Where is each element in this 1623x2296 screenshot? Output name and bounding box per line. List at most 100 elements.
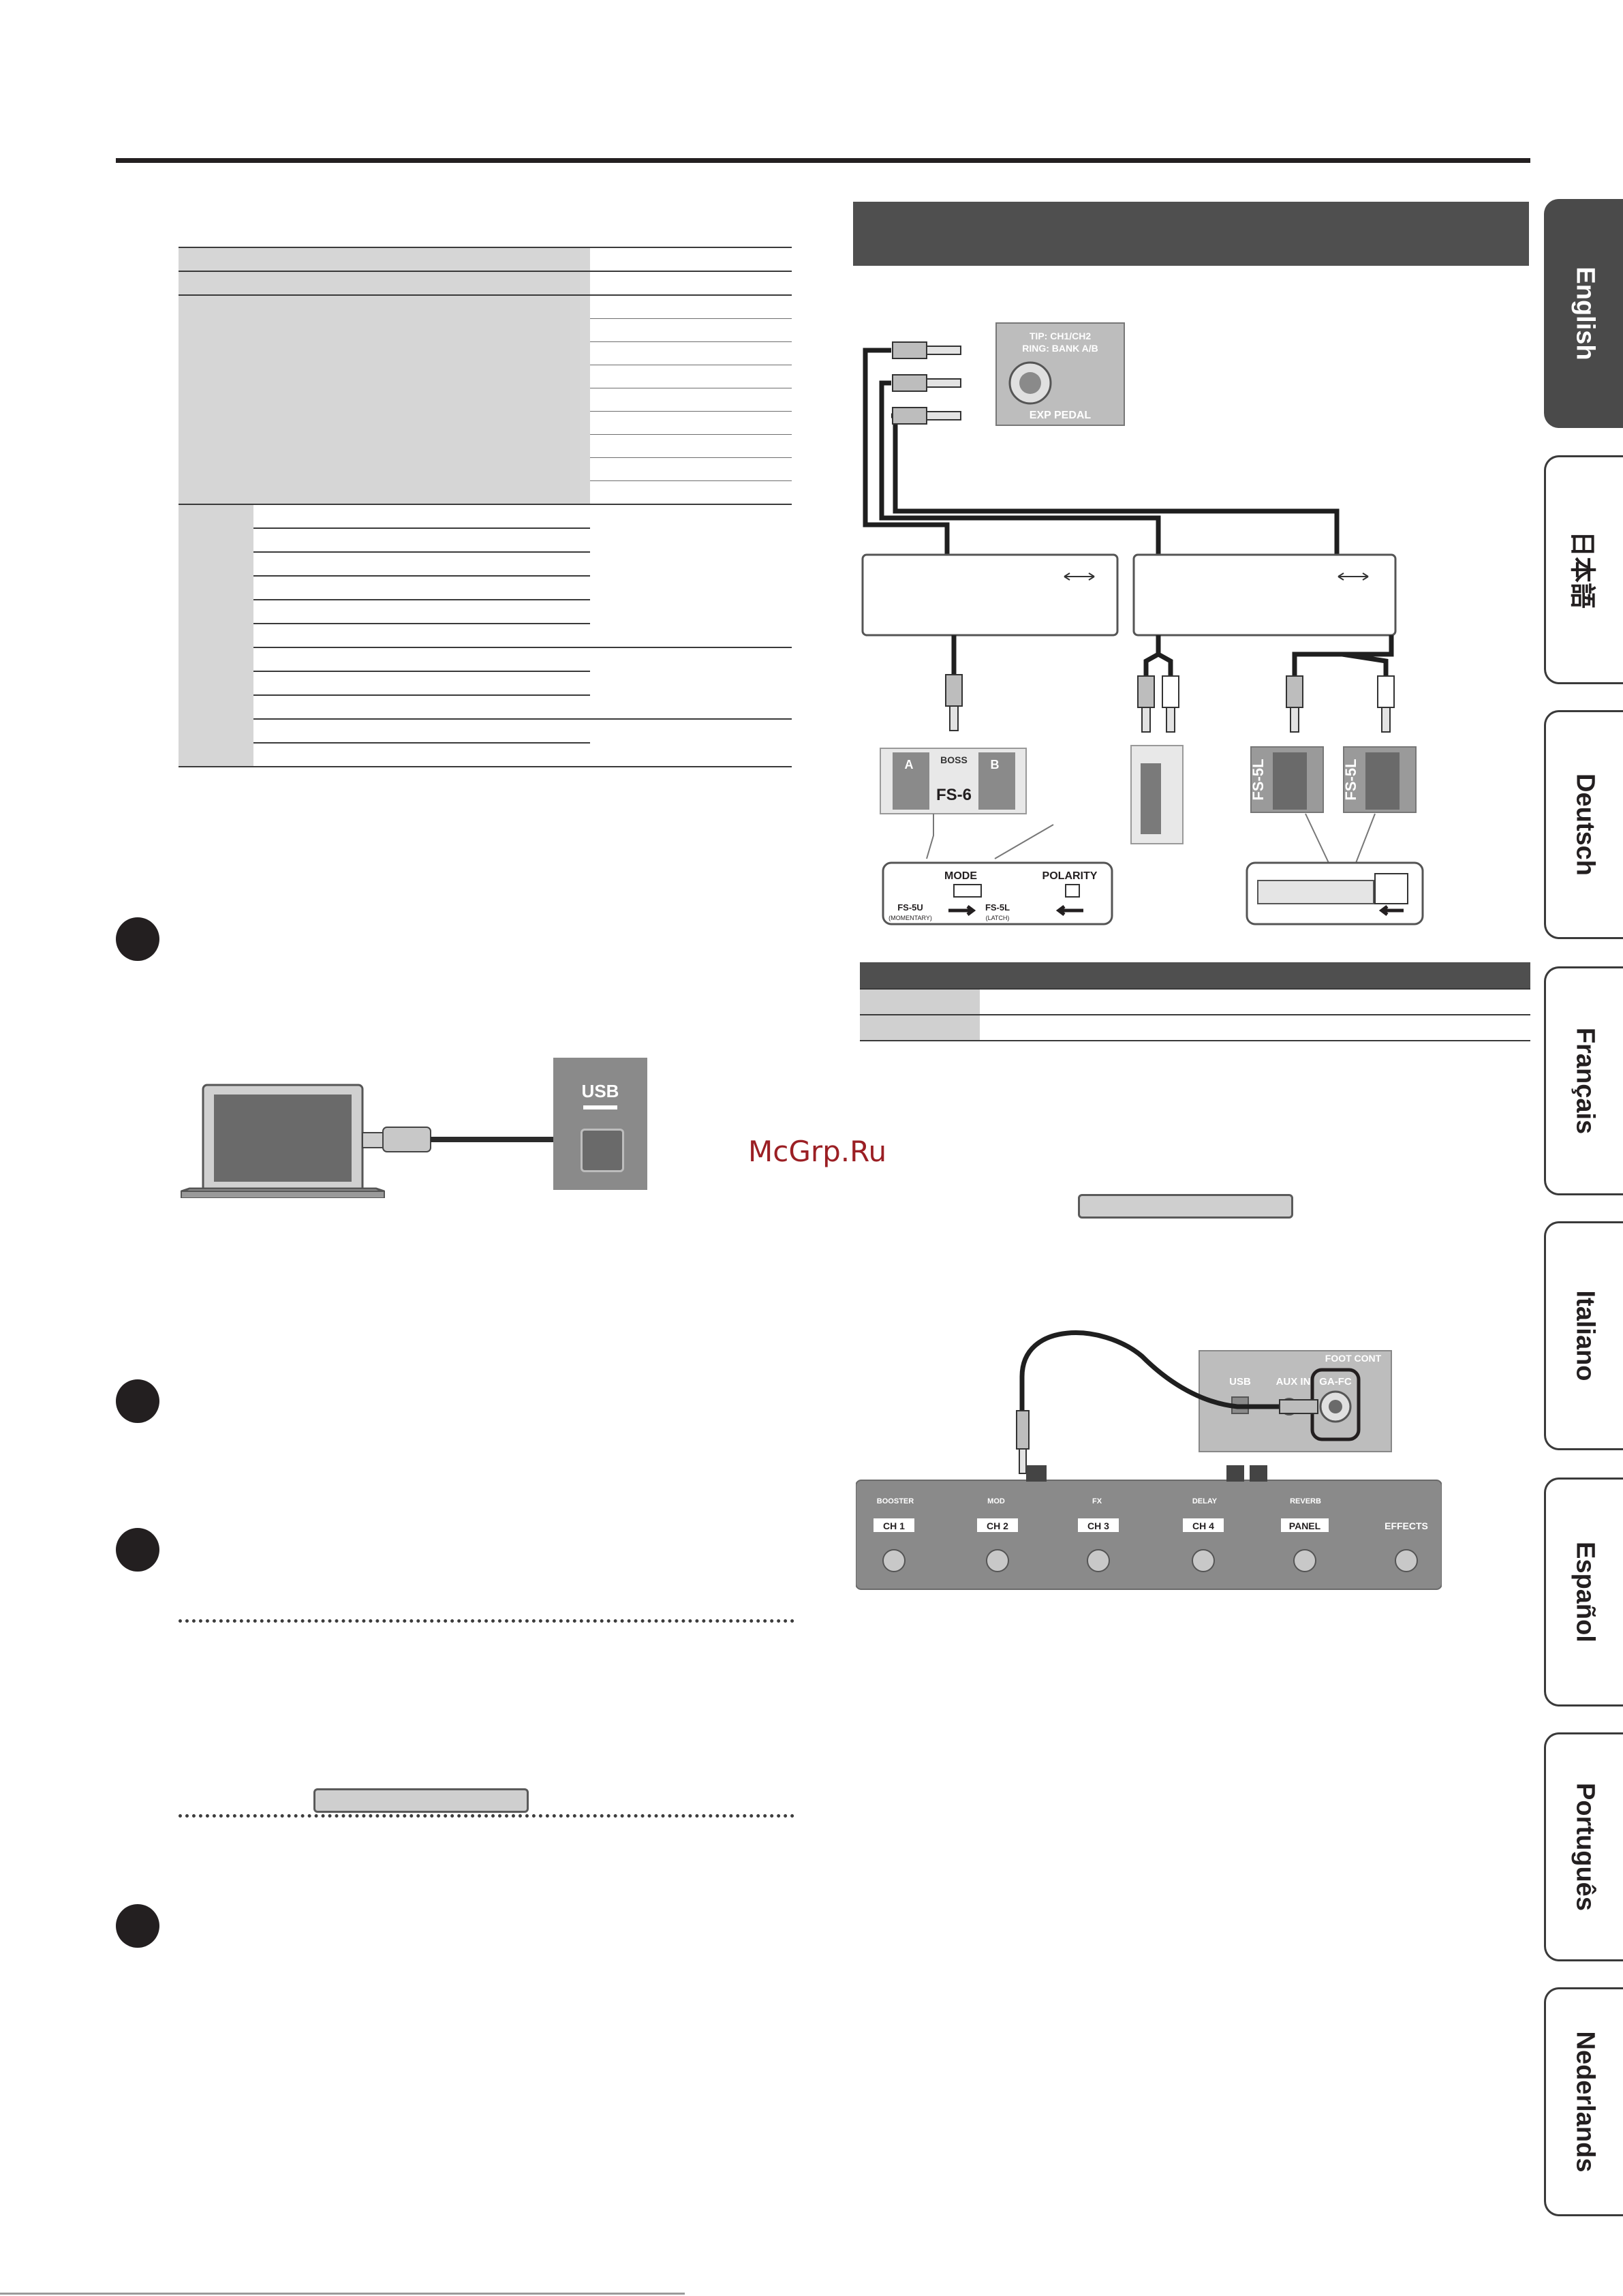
table-row [179,365,792,388]
plug-icon [1137,675,1155,708]
table-row [179,480,792,505]
ga-fc-label: GA-FC [1319,1376,1352,1388]
foot-control-label: FOOT CONT [1325,1353,1382,1364]
fs5l-label-1: FS-5L [1250,759,1267,800]
btn-ch3: CH 3 [1087,1520,1109,1531]
footswitch-connection-diagram: TIP: CH1/CH2 RING: BANK A/B EXP PEDAL A … [861,322,1424,925]
table-row [179,434,792,458]
polarity-label: POLARITY [1042,870,1098,882]
bottom-rule [0,2293,685,2295]
parameter-table [179,247,792,767]
ga-fc-footswitches [882,1549,1418,1572]
table-row [179,576,792,600]
table-row [179,504,792,767]
fs6-a-label: A [905,758,914,771]
table-row [860,1015,1530,1041]
laptop-icon [181,1084,385,1198]
step-4-circle [116,1904,159,1948]
btn-ch1: CH 1 [883,1520,905,1531]
section-header-bar [853,202,1529,266]
plug-icon [1377,675,1395,708]
table-row [179,318,792,342]
table-row [179,528,792,553]
tab-english[interactable]: English [1544,199,1623,428]
dotted-separator-top [179,1619,794,1623]
tab-espanol[interactable]: Español [1544,1478,1623,1706]
table-row [179,647,792,720]
tab-label: 日本語 [1567,530,1596,609]
double-arrow-icon [1064,572,1095,581]
usb-icon [583,1105,617,1109]
tab-italiano[interactable]: Italiano [1544,1221,1623,1450]
dual-switch-pedal [1130,745,1184,844]
tab-francais[interactable]: Français [1544,966,1623,1195]
table-row [179,341,792,365]
table-header-row [860,962,1530,990]
step-2-circle [116,1379,159,1423]
plug-icon [1162,675,1179,708]
fs5l-pedal-2: FS-5L [1342,746,1417,813]
table-row [179,247,792,272]
table-row [179,388,792,412]
tab-japanese[interactable]: 日本語 [1544,455,1623,684]
cable-type-box-1 [861,553,1119,637]
plug-icon [892,341,961,359]
step-1-circle [116,917,159,961]
tab-label: Deutsch [1571,774,1599,876]
fs6-label: FS-6 [936,786,972,804]
group-delay: DELAY [1192,1497,1218,1505]
momentary-label: (MOMENTARY) [888,915,932,921]
exp-pedal-label: EXP PEDAL [1030,410,1092,421]
tab-label: Español [1571,1542,1599,1642]
table-row [179,671,792,696]
tab-label: Italiano [1571,1290,1599,1381]
table-row [179,624,792,648]
table-row [179,552,792,577]
ga-fc-connection-illustration: FOOT CONT USB AUX IN GA-FC BOOSTER MOD F… [856,1330,1442,1590]
ga-fc-group-labels: BOOSTER MOD FX DELAY REVERB [877,1497,1321,1505]
table-row [179,295,792,505]
ga-fc-unit [856,1480,1442,1590]
table-row [179,743,792,767]
table-row [179,600,792,624]
group-fx: FX [1092,1497,1102,1505]
plug-icon [892,374,961,392]
mode-polarity-callout: MODE POLARITY FS-5U (MOMENTARY) FS-5L (L… [882,861,1113,925]
dotted-separator-bottom [179,1814,794,1818]
fs6-pedal: A B BOSS FS-6 [880,748,1027,814]
cable-type-box-2 [1132,553,1397,637]
arrow-left-icon [1055,905,1083,916]
tab-deutsch[interactable]: Deutsch [1544,710,1623,939]
tab-nederlands[interactable]: Nederlands [1544,1987,1623,2216]
table-row [179,411,792,435]
arrow-right-icon [948,905,976,916]
group-reverb: REVERB [1290,1497,1321,1505]
fs5l-pedal-1: FS-5L [1250,746,1324,813]
btn-panel: PANEL [1289,1520,1321,1531]
table-row [179,719,792,767]
tab-label: English [1571,266,1599,361]
fs6-b-label: B [991,758,1000,771]
exp-tip-label: TIP: CH1/CH2 [1030,331,1091,341]
fs5u-label: FS-5U [897,902,923,913]
double-arrow-icon [1338,572,1369,581]
top-rule [116,158,1530,163]
plug-icon [1286,675,1303,708]
exp-pedal-jack: TIP: CH1/CH2 RING: BANK A/B EXP PEDAL [995,322,1125,426]
table-row [179,695,792,720]
fs5l-mode-label: FS-5L [985,902,1010,913]
redacted-label [313,1788,529,1813]
tab-portugues[interactable]: Português [1544,1732,1623,1961]
latch-label: (LATCH) [986,915,1010,921]
group-mod: MOD [987,1497,1005,1505]
tab-label: Français [1571,1027,1599,1135]
usb-port-panel: USB [553,1058,647,1190]
plug-icon [1016,1410,1030,1450]
btn-ch4: CH 4 [1192,1520,1214,1531]
footswitch-settings-table [860,962,1530,1041]
step-3-circle [116,1528,159,1572]
mode-label: MODE [944,870,977,882]
usb-panel-label: USB [581,1081,619,1101]
table-row [860,989,1530,1015]
usb-b-port [581,1129,624,1172]
